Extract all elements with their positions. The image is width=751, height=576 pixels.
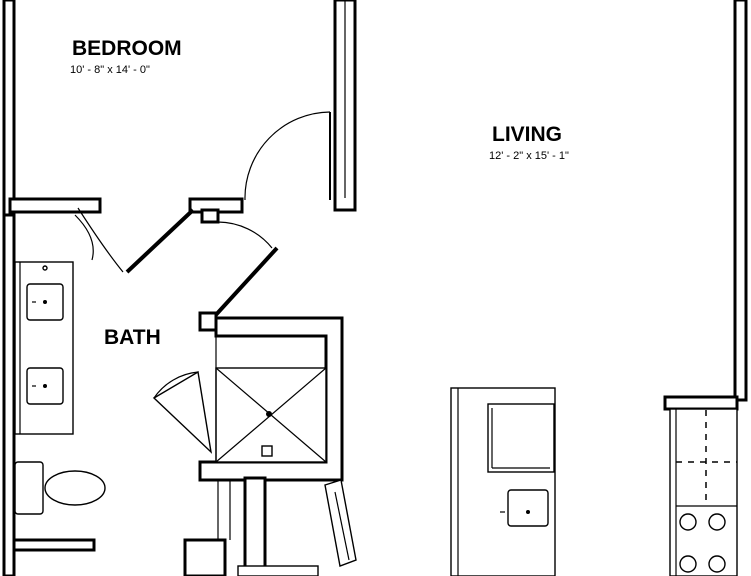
angled-wall-upper xyxy=(125,208,195,274)
kitchen-sink xyxy=(507,489,549,527)
bath-door-swing-2 xyxy=(217,221,273,249)
burner-icon xyxy=(708,555,726,573)
dishwasher xyxy=(487,403,555,473)
bedroom-dimensions: 10' - 8" x 14' - 0" xyxy=(70,64,150,76)
bath-label: BATH xyxy=(104,326,161,349)
living-label: LIVING xyxy=(492,123,562,146)
bedroom-door-swing xyxy=(244,111,331,201)
left-exterior-wall-lower xyxy=(2,213,16,576)
bedroom-label: BEDROOM xyxy=(72,37,182,60)
shower-drain xyxy=(266,411,272,417)
right-exterior-wall xyxy=(733,0,748,402)
closet-door xyxy=(324,479,357,567)
toilet-bowl xyxy=(44,470,106,506)
shower-door xyxy=(152,370,213,454)
bath-door-swing-1 xyxy=(77,207,124,273)
burner-icon xyxy=(679,513,697,531)
burner-icon xyxy=(679,555,697,573)
toilet-tank xyxy=(14,461,44,515)
left-exterior-wall xyxy=(2,0,16,217)
kitchen-counter xyxy=(669,408,738,576)
hall-wall xyxy=(243,476,267,576)
counter-end xyxy=(663,395,739,411)
burner-icon xyxy=(708,513,726,531)
shower-valve xyxy=(261,445,273,457)
living-dimensions: 12' - 2" x 15' - 1" xyxy=(489,150,569,162)
bedroom-bath-wall xyxy=(8,197,102,214)
angled-wall-lower xyxy=(211,246,279,320)
